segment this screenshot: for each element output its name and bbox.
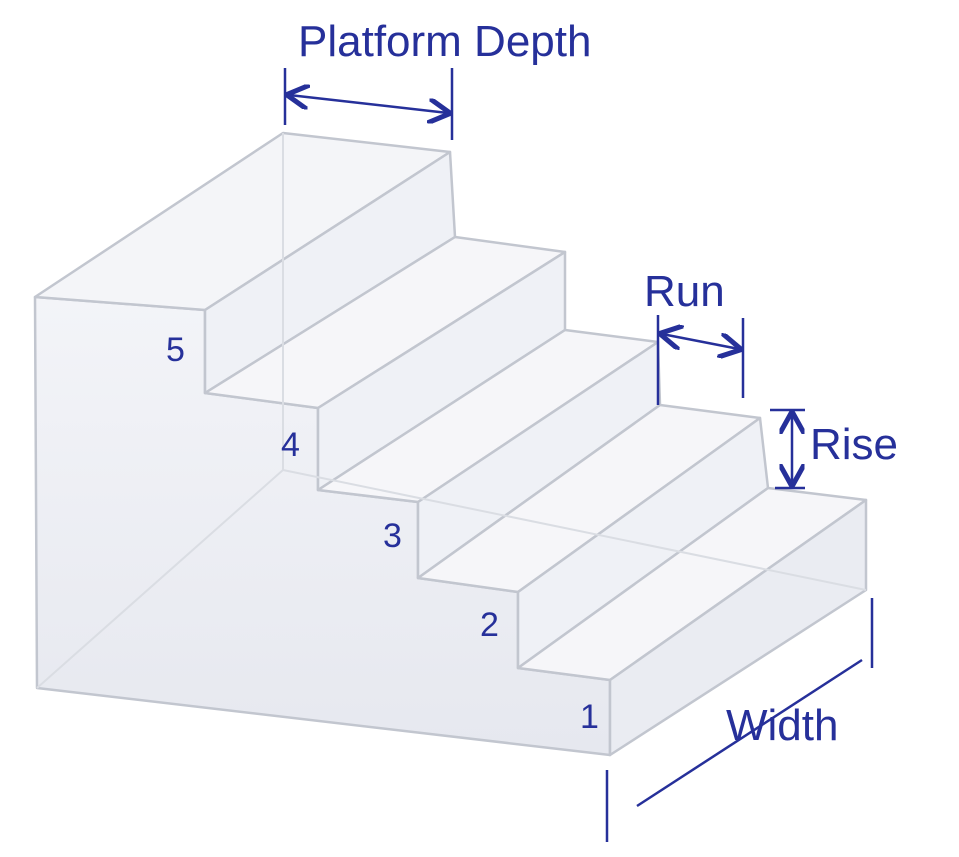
step-number-2: 2	[480, 606, 499, 644]
rise-dimension: Rise	[770, 408, 898, 490]
rise-label: Rise	[810, 420, 898, 469]
width-dimension: Width	[605, 598, 874, 842]
step-number-5: 5	[166, 331, 185, 369]
run-label: Run	[644, 267, 725, 316]
step-number-1: 1	[580, 698, 599, 736]
platform-depth-label: Platform Depth	[298, 17, 591, 66]
step-number-4: 4	[281, 426, 300, 464]
step-number-3: 3	[383, 517, 402, 555]
width-label: Width	[726, 701, 838, 750]
run-dimension: Run	[644, 267, 743, 405]
platform-depth-dimension: Platform Depth	[285, 17, 591, 140]
